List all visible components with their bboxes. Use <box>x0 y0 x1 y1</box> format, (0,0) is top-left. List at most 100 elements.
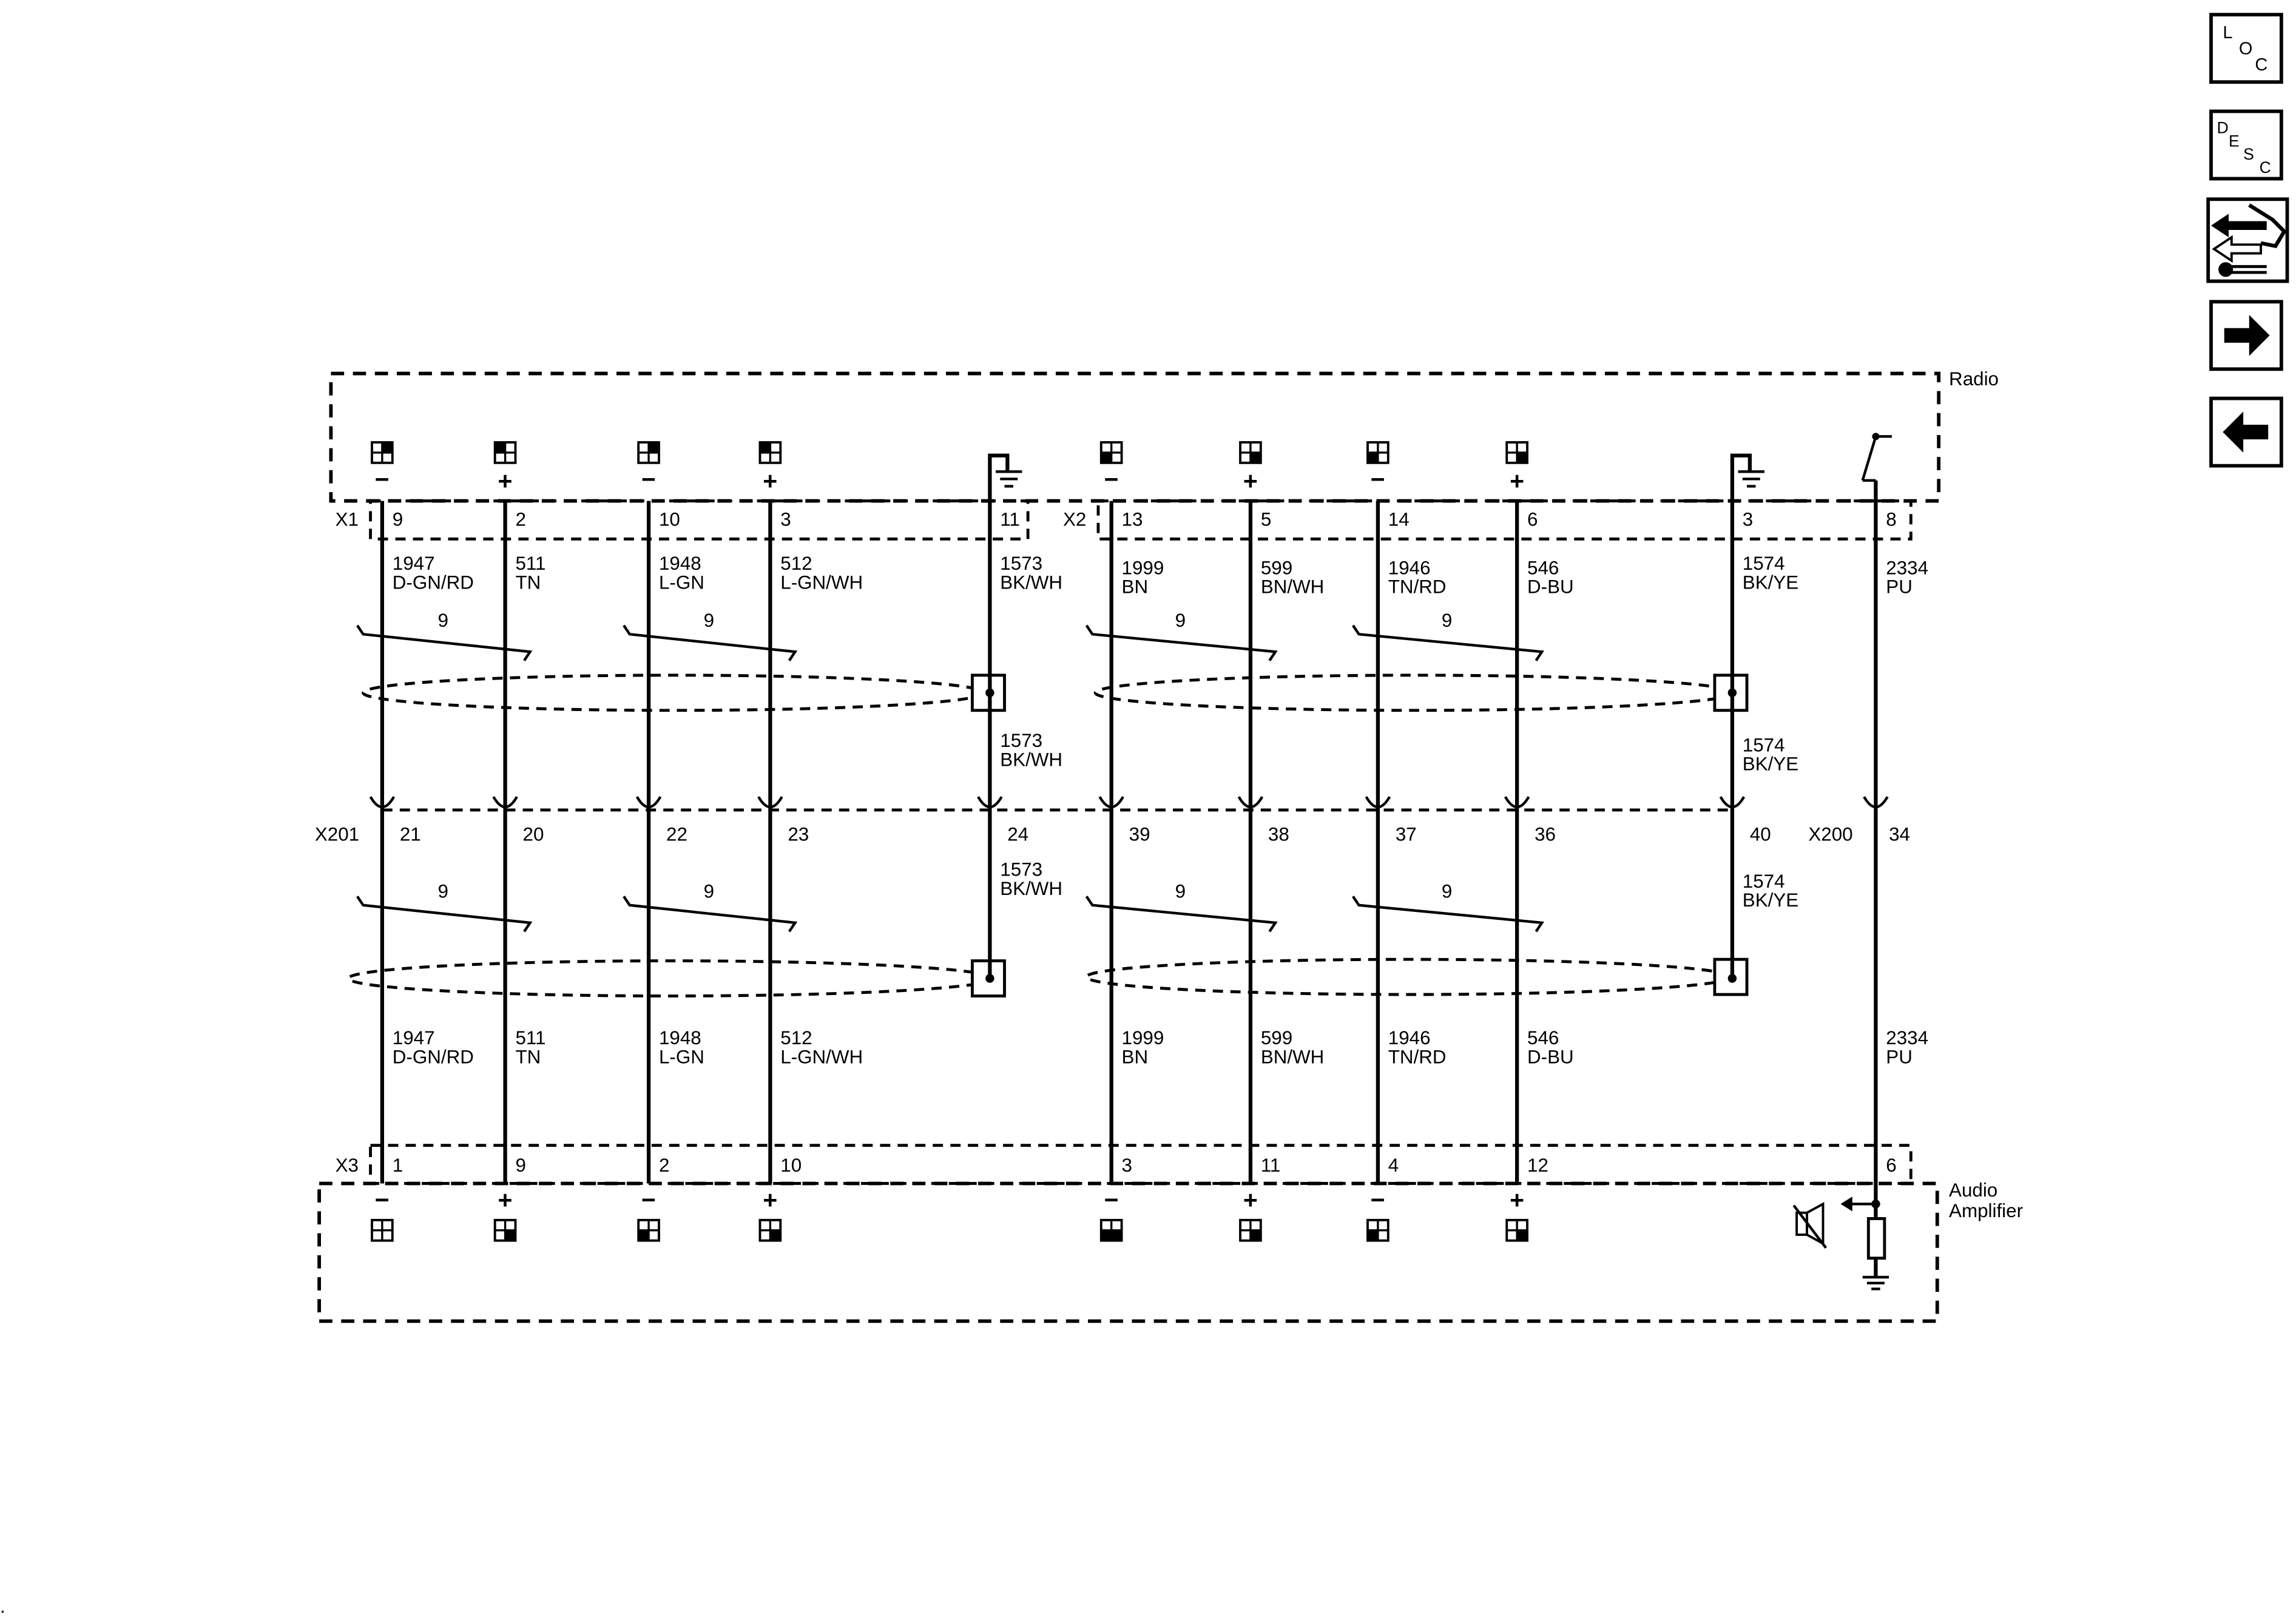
polarity-bottom-511-1: + <box>498 1186 513 1214</box>
location-letter-c: C <box>2255 55 2267 75</box>
wire-color-lower-511-1: TN <box>515 1047 541 1068</box>
polarity-bottom-1999-5: − <box>1104 1186 1119 1214</box>
inline-connector-cup-1574-9 <box>1719 796 1746 809</box>
circuit-number-upper-1999-5: 1999 <box>1122 557 1164 578</box>
polarity-bottom-546-8: + <box>1510 1186 1524 1214</box>
location-letter-o: O <box>2239 39 2253 58</box>
amplifier-pin-512-3: 10 <box>780 1155 802 1176</box>
inline-connector-cup-599-6 <box>1237 796 1264 809</box>
description-letter-c: C <box>2260 158 2271 177</box>
radio-terminal-1999-5 <box>1099 441 1123 464</box>
description-letter-e: E <box>2229 132 2240 150</box>
description-letter-d: D <box>2217 119 2229 137</box>
twist-count-label: 9 <box>704 610 714 631</box>
circuit-number-lower-512-3: 512 <box>780 1027 812 1048</box>
wire-color-upper-1948-2: L-GN <box>659 572 704 593</box>
wire-color-upper-546-8: D-BU <box>1527 576 1574 598</box>
circuit-number-lower-1999-5: 1999 <box>1122 1027 1164 1048</box>
twist-indicator-lower-1: 9 <box>623 881 798 933</box>
connector-x1-outline <box>369 499 1030 541</box>
twist-indicator-upper-2: 9 <box>1085 610 1278 661</box>
polarity-top-1947-0: − <box>375 465 390 493</box>
inline-pin-1573-4: 24 <box>1007 824 1028 845</box>
radio-pin-1999-5: 13 <box>1122 509 1143 530</box>
inline-connector-cup-1947-0 <box>369 796 396 809</box>
connector-x2-outline <box>1096 499 1913 541</box>
amplifier-mute-input <box>1840 1183 1889 1291</box>
circuit-number-upper-512-3: 512 <box>780 553 812 574</box>
inline-connector-cup-2334-10 <box>1863 796 1889 809</box>
polarity-top-1948-2: − <box>641 465 656 493</box>
drain-dot-lower-1574-9 <box>1727 974 1737 983</box>
previous-page-button[interactable] <box>2209 396 2283 468</box>
amplifier-pin-1999-5: 3 <box>1122 1155 1132 1176</box>
amplifier-terminal-512-3 <box>758 1218 782 1242</box>
circuit-number-upper-1573-4: 1573 <box>1000 553 1042 574</box>
wire-color-upper-511-1: TN <box>515 572 541 593</box>
wire-color-lower-1947-0: D-GN/RD <box>393 1047 474 1068</box>
wire-color-upper-512-3: L-GN/WH <box>780 572 863 593</box>
wire-color-upper-1573-4: BK/WH <box>1000 572 1062 593</box>
polarity-bottom-512-3: + <box>763 1186 777 1214</box>
connector-x3-label: X3 <box>336 1155 359 1176</box>
inline-pin-1947-0: 21 <box>400 824 421 845</box>
polarity-bottom-1948-2: − <box>641 1186 656 1214</box>
amplifier-pin-599-6: 11 <box>1261 1155 1281 1176</box>
location-button[interactable]: L O C <box>2209 13 2283 84</box>
radio-pin-546-8: 6 <box>1527 509 1538 530</box>
connector-tool-icon[interactable] <box>2206 197 2289 283</box>
wire-color-lower-1574-9: BK/YE <box>1743 890 1798 911</box>
radio-pin-1948-2: 10 <box>659 509 680 530</box>
wire-color-upper-1946-7: TN/RD <box>1388 576 1447 598</box>
radio-pin-512-3: 3 <box>780 509 791 530</box>
circuit-number-lower-546-8: 546 <box>1527 1027 1559 1048</box>
twist-count-label: 9 <box>1442 610 1452 631</box>
connector-x1-label: X1 <box>336 509 359 530</box>
connector-x201-label: X201 <box>315 824 359 845</box>
amplifier-terminal-1947-0 <box>371 1218 394 1242</box>
radio-module-box <box>329 371 1941 503</box>
wire-color-upper-1947-0: D-GN/RD <box>393 572 474 593</box>
wire-color-lower-1999-5: BN <box>1122 1047 1149 1068</box>
circuit-number-upper-546-8: 546 <box>1527 557 1559 578</box>
polarity-bottom-1946-7: − <box>1371 1186 1385 1214</box>
next-page-button[interactable] <box>2209 300 2283 371</box>
amplifier-pin-511-1: 9 <box>515 1155 525 1176</box>
amplifier-terminal-511-1 <box>493 1218 517 1242</box>
twist-count-label: 9 <box>1175 610 1186 631</box>
circuit-number-lower-1948-2: 1948 <box>659 1027 701 1048</box>
circuit-number-upper-1947-0: 1947 <box>393 553 435 574</box>
drain-dot-lower-1573-4 <box>985 974 994 983</box>
inline-pin-512-3: 23 <box>788 824 809 845</box>
inline-pin-1948-2: 22 <box>666 824 687 845</box>
amplifier-terminal-1948-2 <box>637 1218 660 1242</box>
twist-indicator-lower-2: 9 <box>1085 881 1278 933</box>
circuit-number-lower-2334-10: 2334 <box>1886 1027 1928 1048</box>
circuit-number-upper-511-1: 511 <box>515 553 545 574</box>
wire-color-mid-1573-4: BK/WH <box>1000 749 1062 770</box>
circuit-number-upper-1948-2: 1948 <box>659 553 701 574</box>
inline-pin-599-6: 38 <box>1268 824 1289 845</box>
twist-count-label: 9 <box>704 881 714 902</box>
inline-connector-cup-1999-5 <box>1098 796 1124 809</box>
circuit-number-mid-1573-4: 1573 <box>1000 730 1042 751</box>
inline-pin-2334-10: 34 <box>1889 824 1910 845</box>
circuit-number-mid-1574-9: 1574 <box>1743 734 1785 755</box>
polarity-top-512-3: + <box>763 467 777 495</box>
wire-color-lower-512-3: L-GN/WH <box>780 1047 863 1068</box>
description-letter-s: S <box>2243 145 2254 163</box>
polarity-bottom-1947-0: − <box>375 1186 390 1214</box>
radio-pin-2334-10: 8 <box>1886 509 1896 530</box>
radio-ground-symbol-x2 <box>1730 453 1764 501</box>
inline-pin-1999-5: 39 <box>1129 824 1150 845</box>
inline-connector-cup-1573-4 <box>977 796 1003 809</box>
radio-pin-1947-0: 9 <box>393 509 403 530</box>
radio-terminal-1947-0 <box>371 441 394 464</box>
shield-loop-x2-upper <box>1093 673 1735 712</box>
inline-connector-cup-511-1 <box>492 796 518 809</box>
shield-loop-x1-lower <box>346 959 994 998</box>
polarity-top-1999-5: − <box>1104 465 1119 493</box>
circuit-number-upper-1946-7: 1946 <box>1388 557 1431 578</box>
description-button[interactable]: D E S C <box>2209 109 2283 181</box>
corner-mark: . <box>0 1596 5 1617</box>
